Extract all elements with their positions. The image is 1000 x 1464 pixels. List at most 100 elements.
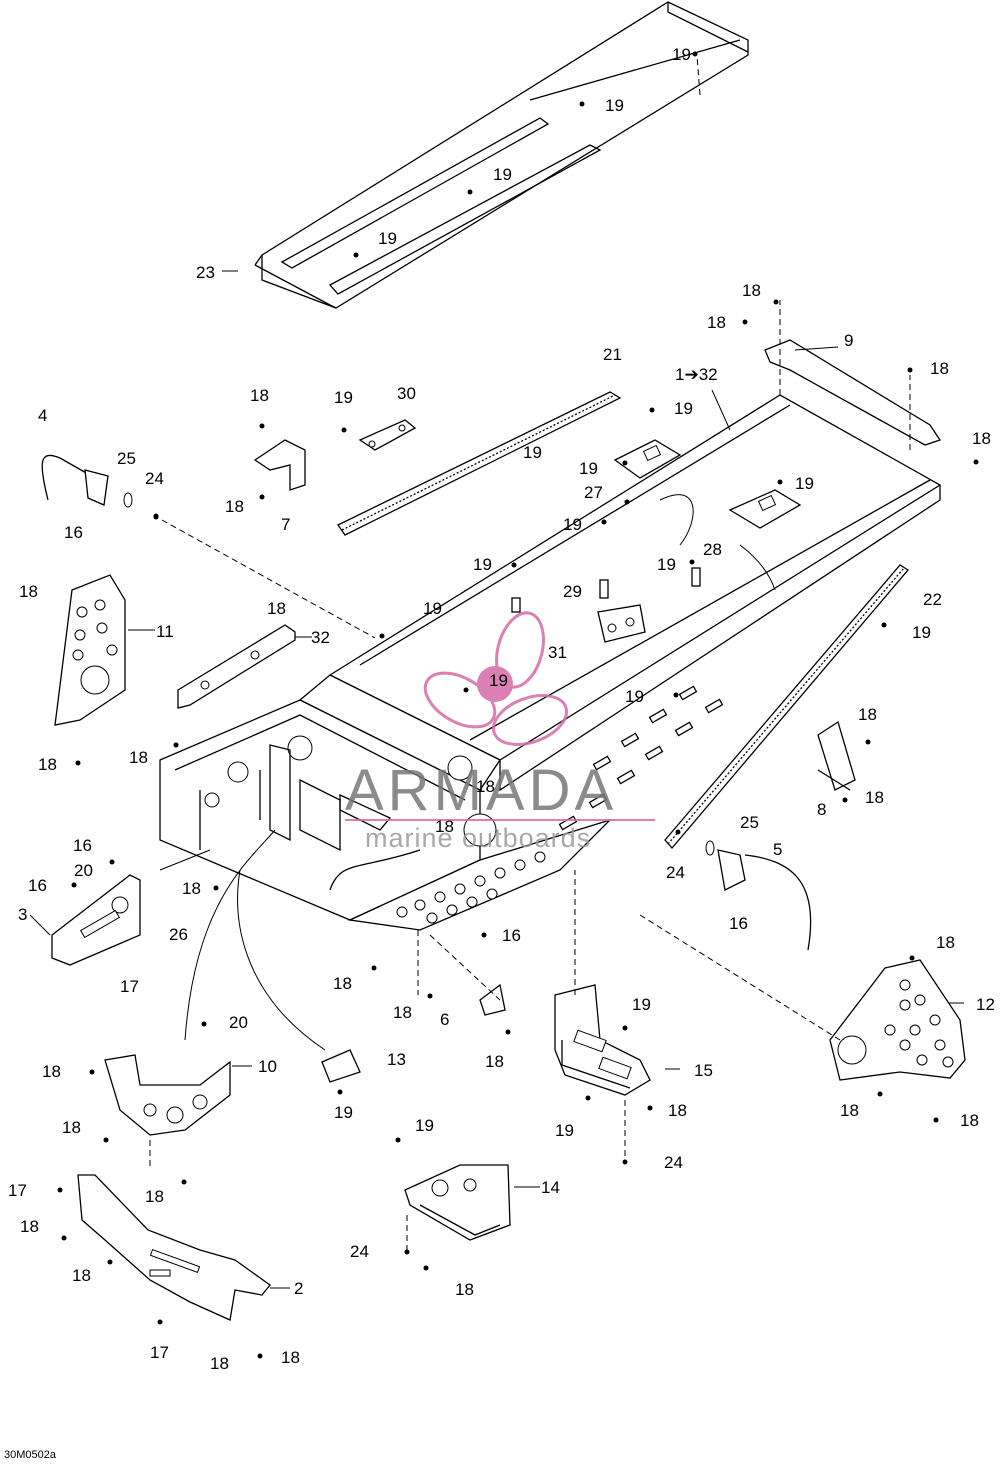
callout-29: 29 bbox=[563, 582, 582, 601]
part-31-bracket bbox=[597, 604, 646, 643]
part-13-clip bbox=[321, 1049, 361, 1083]
propeller-logo bbox=[423, 611, 568, 746]
callout-19: 19 bbox=[334, 1103, 353, 1122]
part-29-stud bbox=[511, 567, 701, 613]
callout-4: 4 bbox=[38, 406, 47, 425]
part-11-side-plate bbox=[54, 574, 126, 726]
part-25-washer bbox=[123, 492, 715, 856]
callout-12: 12 bbox=[976, 995, 995, 1014]
diagram-code: 30M0502a bbox=[4, 1449, 57, 1461]
callout-18: 18 bbox=[19, 582, 38, 601]
callout-19: 19 bbox=[493, 165, 512, 184]
callout-19: 19 bbox=[378, 229, 397, 248]
callout-23: 23 bbox=[196, 263, 215, 282]
callout-18: 18 bbox=[145, 1187, 164, 1206]
callout-18: 18 bbox=[267, 599, 286, 618]
callout-16: 16 bbox=[729, 914, 748, 933]
callout-9: 9 bbox=[844, 331, 853, 350]
callout-18: 18 bbox=[20, 1217, 39, 1236]
callout-18: 18 bbox=[393, 1003, 412, 1022]
callout-19: 19 bbox=[415, 1116, 434, 1135]
part-12-side-plate bbox=[829, 959, 966, 1081]
callout-16: 16 bbox=[28, 876, 47, 895]
callout-24: 24 bbox=[664, 1153, 683, 1172]
part-7-bracket bbox=[253, 439, 306, 491]
part-30-bracket bbox=[358, 419, 417, 451]
callout-26: 26 bbox=[169, 925, 188, 944]
callout-18: 18 bbox=[960, 1111, 979, 1130]
callout-18: 18 bbox=[476, 777, 495, 796]
callout-21: 21 bbox=[603, 345, 622, 364]
callout-11: 11 bbox=[156, 622, 174, 641]
watermark-tagline: marine outboards bbox=[365, 823, 591, 853]
callout-19: 19 bbox=[632, 995, 651, 1014]
callout-18: 18 bbox=[972, 429, 991, 448]
callout-31: 31 bbox=[548, 643, 567, 662]
callout-18: 18 bbox=[742, 281, 761, 300]
callout-24: 24 bbox=[145, 469, 164, 488]
callout-3: 3 bbox=[18, 905, 27, 924]
callout-18: 18 bbox=[840, 1101, 859, 1120]
part-14-bracket bbox=[404, 1164, 511, 1241]
callout-22: 22 bbox=[923, 590, 942, 609]
callout-20: 20 bbox=[229, 1013, 248, 1032]
callout-19: 19 bbox=[523, 443, 542, 462]
part-6-bracket bbox=[479, 983, 506, 1016]
callout-20: 20 bbox=[74, 861, 93, 880]
callout-19: 19 bbox=[563, 515, 582, 534]
part-21-rail bbox=[337, 391, 622, 536]
callout-25: 25 bbox=[117, 449, 136, 468]
callout-19: 19 bbox=[912, 623, 931, 642]
callout-28: 28 bbox=[703, 540, 722, 559]
part-22-rail bbox=[664, 564, 909, 849]
callout-25: 25 bbox=[740, 813, 759, 832]
callout-17: 17 bbox=[120, 977, 139, 996]
callout-14: 14 bbox=[541, 1178, 560, 1197]
callout-19: 19 bbox=[625, 687, 644, 706]
callout-7: 7 bbox=[281, 515, 290, 534]
callout-24: 24 bbox=[666, 863, 685, 882]
tunnel-slots bbox=[558, 685, 724, 831]
callout-18: 18 bbox=[668, 1101, 687, 1120]
part-9-rear-bar bbox=[764, 339, 942, 446]
callout-labels: 19 19 19 19 23 18 18 9 18 18 21 1➔32 19 … bbox=[8, 45, 995, 1373]
part-23-top-panel bbox=[254, 1, 749, 309]
callout-18: 18 bbox=[210, 1354, 229, 1373]
callout-16: 16 bbox=[73, 836, 92, 855]
watermark-brand: ARMADA bbox=[345, 758, 617, 823]
part-8-bracket bbox=[817, 720, 856, 791]
callout-15: 15 bbox=[694, 1061, 713, 1080]
callout-5: 5 bbox=[773, 840, 782, 859]
callout-18: 18 bbox=[72, 1266, 91, 1285]
callout-19: 19 bbox=[605, 96, 624, 115]
part-15-bracket bbox=[554, 984, 651, 1096]
callout-17: 17 bbox=[150, 1343, 169, 1362]
callout-18: 18 bbox=[42, 1062, 61, 1081]
callout-18: 18 bbox=[250, 386, 269, 405]
callout-18: 18 bbox=[936, 933, 955, 952]
part-2-support bbox=[77, 1174, 271, 1321]
callout-19: 19 bbox=[579, 459, 598, 478]
callout-16: 16 bbox=[64, 523, 83, 542]
part-5-handle bbox=[717, 849, 812, 951]
callout-19: 19 bbox=[672, 45, 691, 64]
assembly-paths bbox=[149, 55, 911, 1250]
callout-18: 18 bbox=[38, 755, 57, 774]
callout-18: 18 bbox=[225, 497, 244, 516]
callout-18: 18 bbox=[865, 788, 884, 807]
callout-18: 18 bbox=[930, 359, 949, 378]
part-10-bracket bbox=[104, 1054, 231, 1136]
chassis-tunnel bbox=[159, 394, 942, 931]
callout-18: 18 bbox=[333, 974, 352, 993]
callout-2: 2 bbox=[294, 1279, 303, 1298]
skid-holes bbox=[396, 851, 546, 924]
callout-6: 6 bbox=[440, 1010, 449, 1029]
callout-18: 18 bbox=[485, 1052, 504, 1071]
watermark: ARMADA marine outboards bbox=[345, 611, 655, 853]
callout-18: 18 bbox=[129, 748, 148, 767]
callout-19: 19 bbox=[473, 555, 492, 574]
part-3-bracket bbox=[51, 874, 141, 966]
callout-16: 16 bbox=[502, 926, 521, 945]
callout-8: 8 bbox=[817, 800, 826, 819]
callout-24: 24 bbox=[350, 1242, 369, 1261]
